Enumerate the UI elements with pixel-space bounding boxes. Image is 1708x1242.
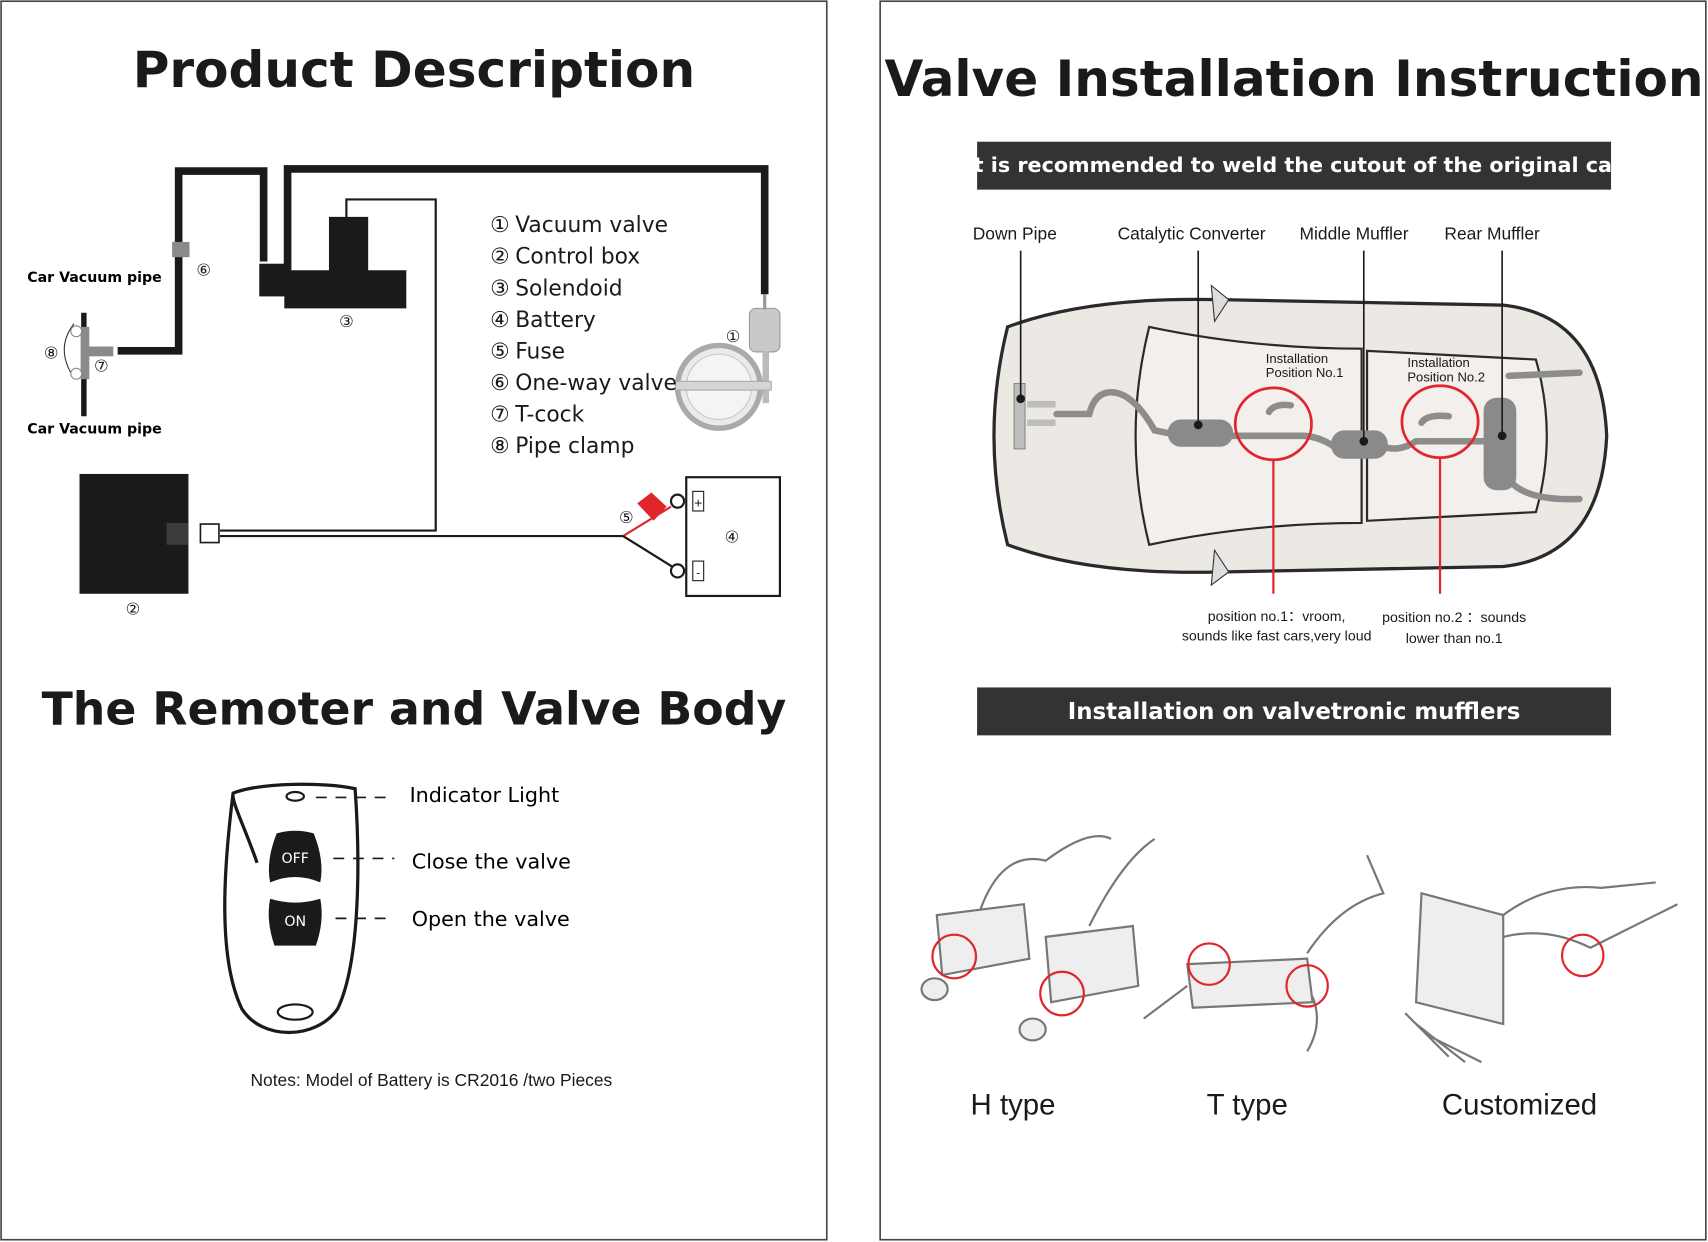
marker-7: ⑦ [94, 357, 109, 376]
pos1-note-line1: position no.1：vroom, [1208, 609, 1346, 625]
fuse-icon [637, 492, 667, 521]
svg-text:⑥: ⑥ [490, 371, 510, 396]
svg-text:Pipe clamp: Pipe clamp [515, 434, 634, 459]
solenoid-top [328, 216, 369, 274]
banner-weld [977, 141, 1612, 190]
car-vacuum-pipe-top-label: Car Vacuum pipe [27, 270, 162, 286]
remote-title: The Remoter and Valve Body [42, 682, 787, 735]
marker-5: ⑤ [619, 508, 634, 527]
svg-text:T-cock: T-cock [514, 403, 584, 428]
svg-text:Solendoid: Solendoid [515, 276, 622, 301]
remote-illustration: OFF ON Indicator Light Close the valve O… [223, 782, 571, 1035]
pos2-note-line2: lower than no.1 [1406, 631, 1503, 647]
svg-text:One-way valve: One-way valve [515, 371, 677, 396]
banner-valvetronic [977, 687, 1612, 736]
rear-muffler-label: Rear Muffler [1444, 224, 1540, 244]
connector [199, 523, 220, 544]
h-type-image [920, 835, 1156, 1042]
t-type-label: T type [1207, 1088, 1288, 1121]
pos2-note-line1: position no.2 ：sounds [1382, 610, 1526, 626]
svg-text:Control box: Control box [515, 245, 640, 270]
one-way-valve [172, 241, 190, 258]
customized-label: Customized [1442, 1088, 1597, 1121]
svg-text:Battery: Battery [515, 308, 596, 333]
catalytic-converter [1167, 419, 1234, 447]
vacuum-valve-image [674, 294, 781, 431]
middle-muffler [1331, 430, 1388, 459]
h-type-label: H type [971, 1088, 1056, 1121]
marker-3: ③ [339, 312, 354, 331]
off-button: OFF [281, 851, 308, 867]
car-vacuum-pipe-bottom-label: Car Vacuum pipe [27, 422, 162, 438]
banner-weld-text: It is recommended to weld the cutout of … [966, 153, 1623, 177]
on-button: ON [284, 914, 306, 930]
wiring-diagram: + - ① ② ③ ④ ⑤ ⑥ ⑦ ⑧ Car Vacuum pipe Car … [27, 165, 782, 618]
banner-valvetronic-text: Installation on valvetronic mufflers [1068, 699, 1521, 725]
indicator-light-label: Indicator Light [410, 783, 560, 807]
vacuum-hose-right [283, 165, 769, 295]
open-valve-label: Open the valve [412, 907, 570, 931]
svg-text:⑧: ⑧ [490, 434, 510, 459]
product-description-title: Product Description [133, 40, 695, 99]
down-pipe-label: Down Pipe [973, 224, 1057, 244]
customized-image [1404, 881, 1678, 1064]
right-panel [879, 0, 1707, 1241]
rear-muffler [1483, 397, 1517, 491]
off-button-shape [268, 830, 322, 883]
car-diagram: Down Pipe Catalytic Converter Middle Muf… [973, 224, 1609, 647]
battery-plus: + [694, 497, 703, 510]
install-pos2-line1: Installation [1407, 355, 1469, 370]
vacuum-hose-left [117, 167, 268, 355]
svg-text:③: ③ [490, 276, 510, 301]
middle-muffler-label: Middle Muffler [1300, 224, 1409, 244]
indicator-light-icon [285, 790, 305, 802]
marker-2: ② [126, 599, 141, 618]
valve-installation-title: Valve Installation Instruction [885, 49, 1704, 108]
left-panel [0, 0, 828, 1241]
on-button-shape [268, 898, 322, 946]
battery-minus: - [696, 566, 700, 579]
marker-6: ⑥ [196, 261, 211, 280]
svg-text:Vacuum valve: Vacuum valve [515, 213, 668, 238]
svg-text:⑦: ⑦ [490, 403, 510, 428]
svg-text:②: ② [490, 245, 510, 270]
pos1-note-line2: sounds like fast cars,very loud [1182, 629, 1372, 645]
bottom-slot [276, 1003, 314, 1021]
t-cock [87, 346, 114, 357]
t-type-image [1143, 854, 1385, 1052]
close-valve-label: Close the valve [412, 849, 571, 873]
install-pos1-line2: Position No.1 [1266, 365, 1344, 380]
marker-8: ⑧ [44, 343, 59, 362]
svg-text:④: ④ [490, 308, 510, 333]
solenoid-body [284, 270, 407, 309]
svg-text:⑤: ⑤ [490, 339, 510, 364]
battery-notes: Notes: Model of Battery is CR2016 /two P… [250, 1070, 612, 1090]
svg-text:Fuse: Fuse [515, 339, 565, 364]
install-pos2-line2: Position No.2 [1407, 369, 1485, 384]
install-pos1-line1: Installation [1266, 351, 1328, 366]
marker-1: ① [726, 327, 741, 346]
svg-text:①: ① [490, 213, 510, 238]
marker-4: ④ [725, 528, 740, 547]
catalytic-converter-label: Catalytic Converter [1118, 224, 1266, 244]
